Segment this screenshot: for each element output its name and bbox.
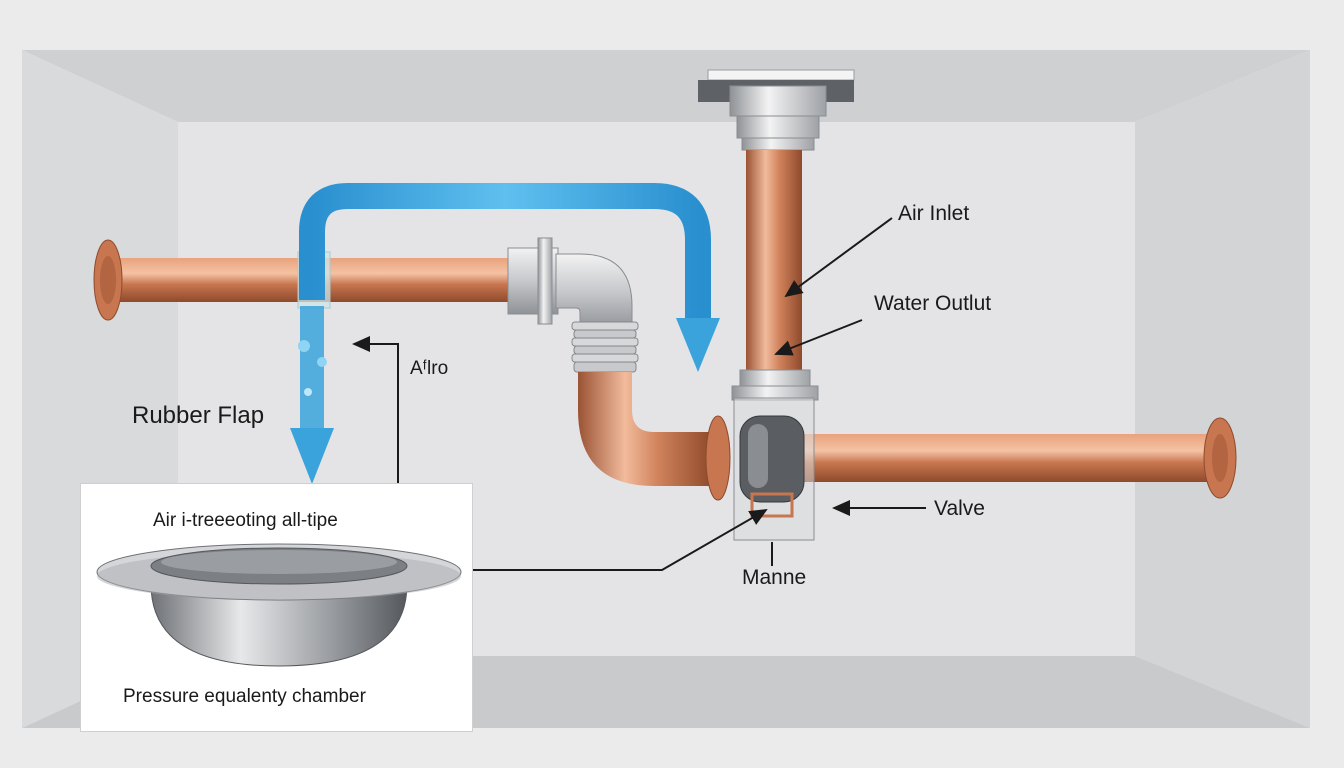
vertical-pipe [731, 150, 819, 401]
label-valve: Valve [934, 497, 985, 520]
label-chamber: Pressure equalenty chamber [123, 686, 367, 707]
leader-air-inlet [784, 217, 893, 298]
chamber-inset: Air i-treeeoting all-tipe Pressure equal… [80, 483, 473, 732]
pressure-chamber-bowl [96, 543, 462, 667]
vent-cap [698, 69, 855, 151]
label-manne: Manne [742, 566, 806, 589]
blue-flow-loop [299, 183, 720, 372]
leader-airflow [352, 336, 399, 516]
label-water-outlet: Water Outlut [874, 292, 991, 315]
bellows [571, 321, 639, 373]
chamber-illustration: Air i-treeeoting all-tipe Pressure equal… [96, 510, 462, 707]
label-airflow: Aᶠlro [410, 358, 448, 379]
leader-chamber [472, 509, 768, 571]
label-air-treating: Air i-treeeoting all-tipe [153, 510, 338, 531]
label-air-inlet: Air Inlet [898, 202, 969, 225]
leader-water-outlet [774, 319, 863, 356]
blue-flow-down [290, 306, 334, 484]
valve-body [733, 397, 815, 541]
lower-copper-elbow [578, 372, 731, 501]
label-rubber-flap: Rubber Flap [132, 402, 264, 429]
leader-lines [352, 217, 926, 571]
steel-elbow [507, 237, 639, 373]
lower-right-pipe [790, 417, 1237, 499]
